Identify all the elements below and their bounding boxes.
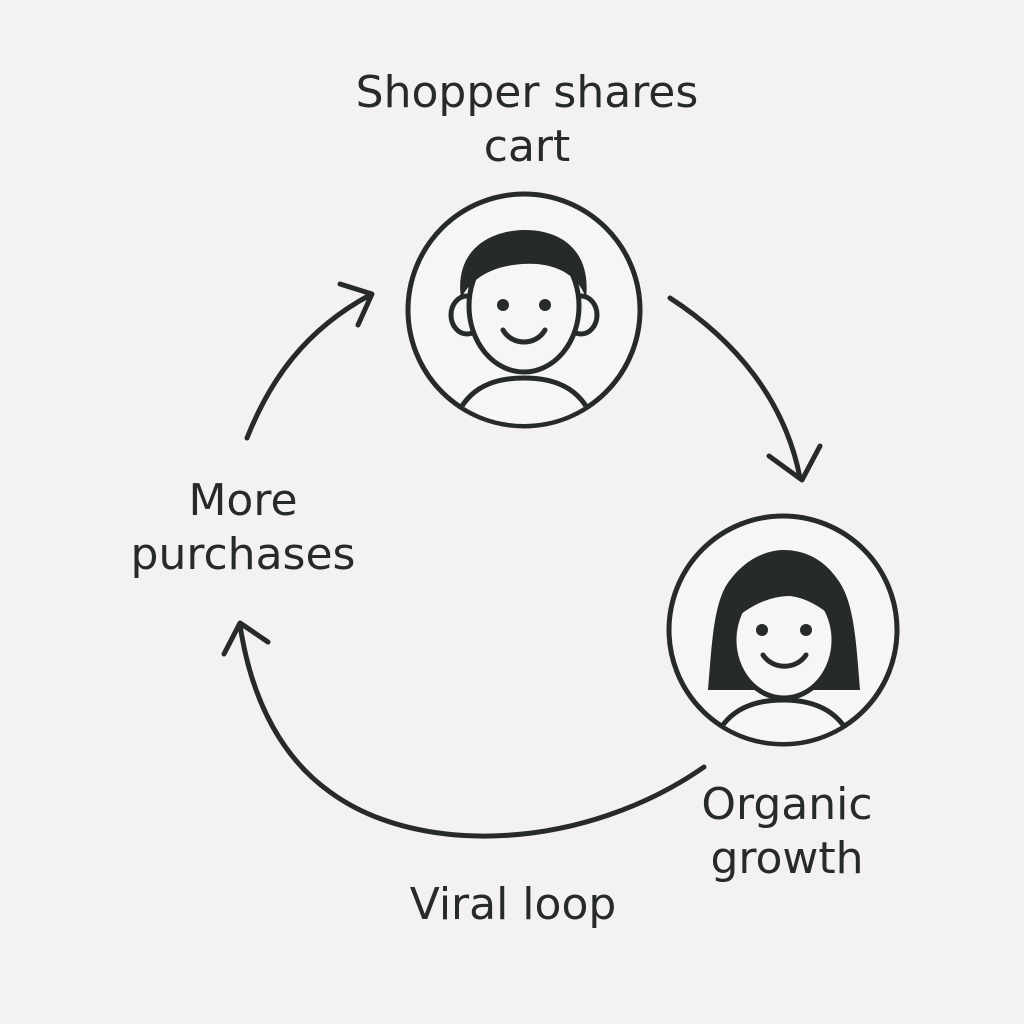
arrow-shaft: [237, 622, 707, 839]
arrow-head: [221, 620, 271, 657]
viral-loop-caption: Viral loop: [372, 878, 654, 932]
arrow-head: [766, 443, 823, 483]
purchases-label-line-2: purchases: [130, 529, 356, 580]
arrow-friend-to-purchases: [221, 620, 707, 839]
growth-label-line-2: growth: [710, 833, 864, 884]
arrow-shaft: [667, 295, 803, 481]
shopper-label-line-1: Shopper shares: [355, 67, 699, 118]
arrow-purchases-to-shopper: [244, 281, 375, 441]
shopper-shares-cart-label: Shopper shares cart: [300, 66, 754, 174]
woman-avatar-icon: [666, 513, 900, 747]
arrow-head: [337, 281, 375, 328]
arrow-shopper-to-friend: [667, 295, 823, 483]
shopper-label-line-2: cart: [483, 121, 571, 172]
purchases-label-line-1: More: [188, 475, 298, 526]
organic-growth-label: Organic growth: [662, 778, 912, 886]
caption-text: Viral loop: [409, 879, 617, 930]
more-purchases-label: More purchases: [90, 474, 396, 582]
arrow-shaft: [244, 292, 373, 441]
man-avatar-icon: [405, 191, 643, 429]
growth-label-line-1: Organic: [701, 779, 873, 830]
